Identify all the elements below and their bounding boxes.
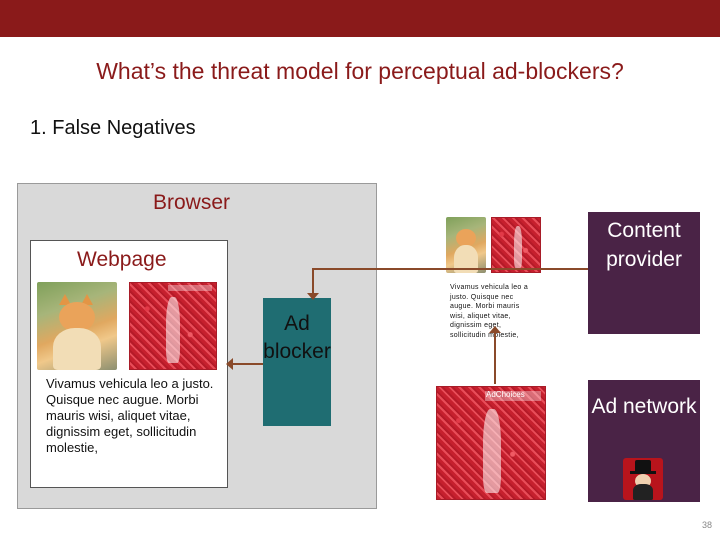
arrow-blocker-to-webpage [232,363,263,365]
content-provider-label: Content provider [606,219,682,271]
ad-network-ad-image [436,386,546,500]
webpage-label: Webpage [77,248,167,271]
provider-snippet-text: Vivamus vehicula leo a justo. Quisque ne… [450,284,529,339]
ad-network-label: Ad network [591,395,697,418]
webpage-body-text: Vivamus vehicula leo a justo. Quisque ne… [46,376,214,455]
arrow-provider-horizontal [312,268,588,270]
ad-blocker-label: Ad blocker [263,312,331,363]
arrow-provider-vertical [312,268,314,298]
arrow-provider-head [307,293,319,300]
slide-title: What’s the threat model for perceptual a… [96,58,624,84]
kitten-image [37,282,117,370]
provider-ad-image [491,217,541,273]
top-banner [0,0,720,37]
arrow-network-vertical [494,330,496,384]
content-provider-box [588,212,700,334]
ad-image [129,282,217,370]
advertiser-villain-icon [623,458,663,500]
arrow-blocker-head [226,358,233,370]
slide-subtitle: 1. False Negatives [30,117,196,139]
page-number: 38 [701,520,712,530]
ad-choices-badge: AdChoices [486,390,525,399]
arrow-network-head [489,326,501,333]
ad-blocker-box [263,298,331,426]
provider-kitten-image [446,217,486,273]
browser-label: Browser [153,191,231,214]
